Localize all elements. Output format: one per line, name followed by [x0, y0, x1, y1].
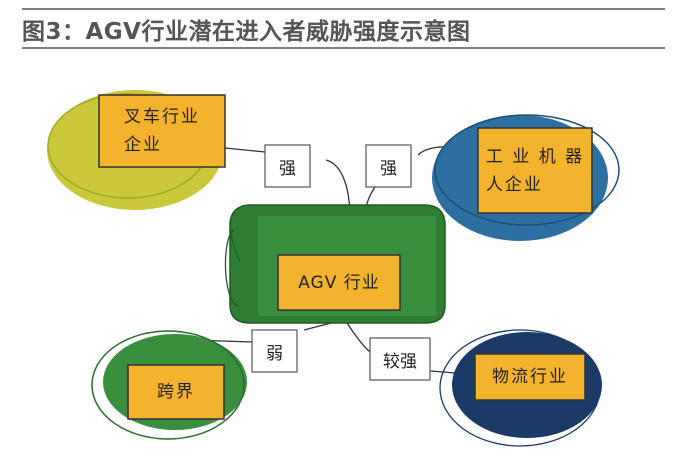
edge-box-forklift: [264, 144, 311, 188]
edge-label-crossover: 弱: [252, 330, 297, 372]
edge-text-logistics: 较强: [383, 351, 417, 372]
edge-label-logistics: 较强: [370, 338, 430, 380]
robot-node-shape: [432, 114, 620, 241]
forklift-node: 叉车行业 企业: [99, 95, 225, 167]
robot-node-label: 工 业 机 器 人企业: [485, 146, 585, 195]
forklift-node-shape: [47, 90, 226, 210]
center-node: AGV 行业: [278, 255, 400, 310]
edge-text-forklift: 强: [279, 158, 296, 179]
figure-title: 图3：AGV行业潜在进入者威胁强度示意图: [22, 19, 471, 45]
edge-text-robot: 强: [380, 158, 397, 179]
edge-label-robot: 强: [366, 145, 411, 187]
edge-box-robot: [365, 144, 412, 188]
robot-node: 工 业 机 器 人企业: [478, 128, 592, 213]
crossover-node-shape: [91, 330, 247, 440]
top-rule: [22, 8, 665, 10]
edge-box-logistics: [369, 337, 431, 381]
crossover-node: 跨界: [128, 365, 224, 419]
edge-label-forklift: 强: [265, 145, 310, 187]
center-node-shape: [224, 204, 446, 324]
edge-text-crossover: 弱: [266, 343, 283, 364]
title-rule: [22, 47, 665, 49]
crossover-node-label: 跨界: [157, 382, 195, 402]
logistics-node: 物流行业: [475, 354, 585, 400]
center-node-label: AGV 行业: [298, 272, 380, 293]
logistics-node-shape: [439, 329, 602, 447]
edge-box-crossover: [251, 329, 298, 373]
forklift-node-label: 叉车行业 企业: [124, 107, 200, 155]
logistics-node-label: 物流行业: [492, 367, 568, 387]
